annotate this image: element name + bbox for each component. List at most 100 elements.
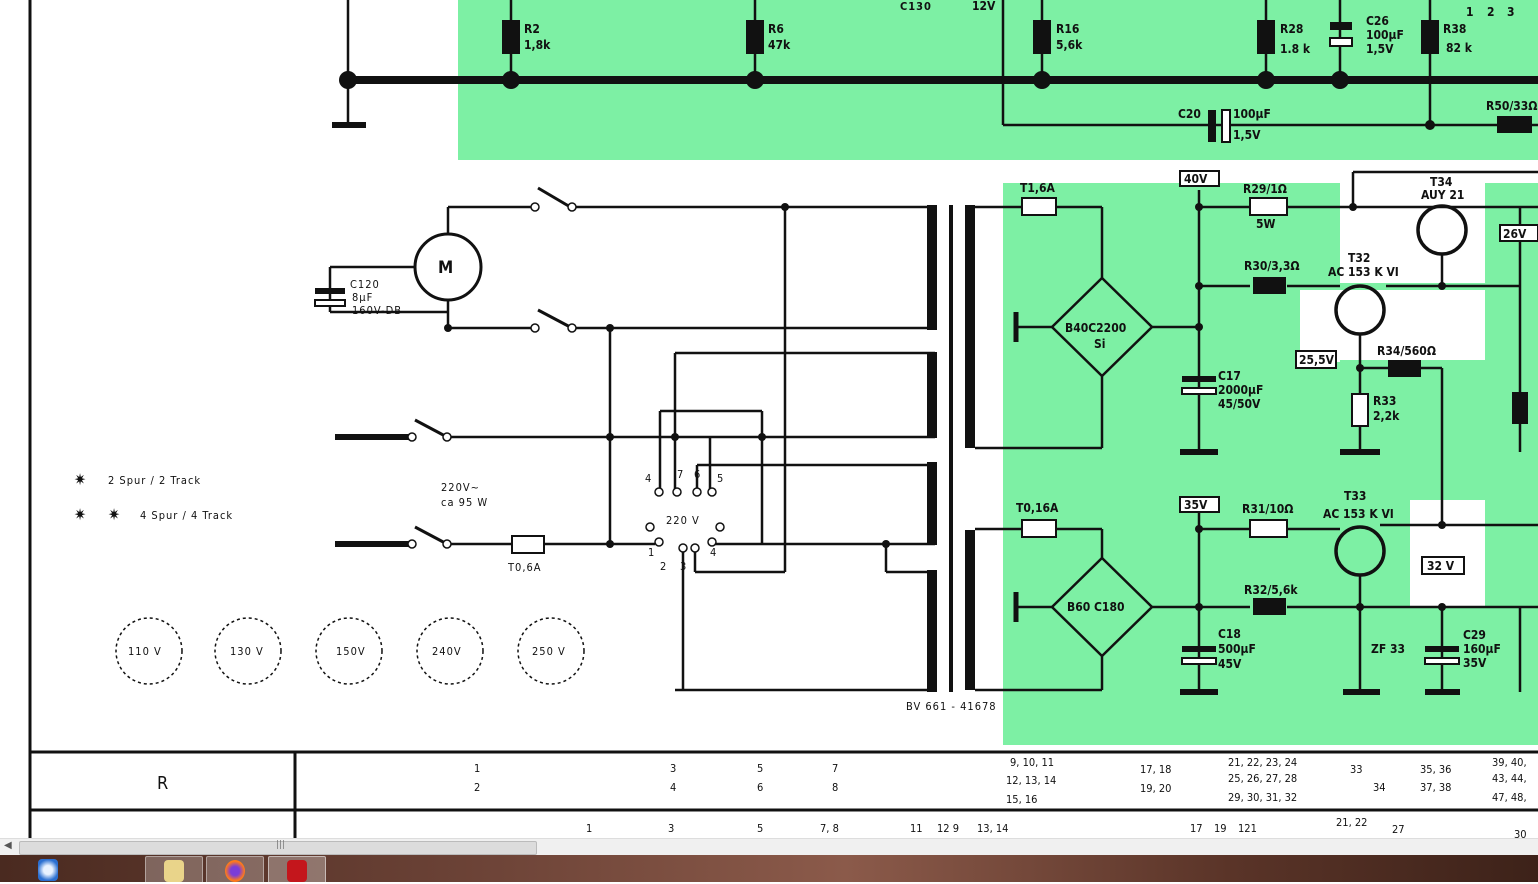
label-c120: C120 — [350, 278, 380, 291]
folder-icon — [164, 860, 184, 882]
label-mains-power: ca 95 W — [441, 496, 488, 509]
schematic-diagram: R2 1,8k R6 47k C130 12V R16 5,6k R28 1.8… — [28, 0, 1538, 838]
label-c20: C20 — [1178, 107, 1201, 121]
table-cell: 9, 10, 11 — [1010, 756, 1054, 769]
table-cell: 19, 20 — [1140, 782, 1171, 795]
taskbar-firefox-button[interactable] — [206, 856, 264, 884]
table-cell: 12, 13, 14 — [1006, 774, 1056, 787]
label-r38-value: 82 k — [1446, 41, 1473, 55]
voltage-option-250: 250 V — [532, 645, 566, 658]
label-r28-value: 1.8 k — [1280, 42, 1311, 56]
table-cell: 17, 18 — [1140, 763, 1171, 776]
label-fuse-t016: T0,16A — [1016, 501, 1059, 515]
label-c18-cap: 500µF — [1218, 642, 1256, 656]
label-c17-cap: 2000µF — [1218, 383, 1263, 397]
label-pin-1: 1 — [1466, 5, 1474, 19]
label-r31: R31/10Ω — [1242, 502, 1293, 516]
selector-pin: 5 — [717, 472, 724, 485]
table-cell: 37, 38 — [1420, 781, 1451, 794]
label-bridge-b60: B60 C180 — [1067, 600, 1124, 614]
label-r16: R16 — [1056, 22, 1079, 36]
acrobat-icon — [287, 860, 307, 882]
table-cell: 121 — [1238, 822, 1257, 835]
label-r50: R50/33Ω — [1486, 99, 1537, 113]
label-t33-type: AC 153 K VI — [1323, 507, 1394, 521]
label-r38: R38 — [1443, 22, 1466, 36]
label-zener: ZF 33 — [1371, 642, 1405, 656]
table-cell: 5 — [757, 762, 763, 775]
table-row-header-r: R — [157, 773, 168, 794]
label-bridge-b40: B40C2200 — [1065, 321, 1126, 335]
label-r29-power: 5W — [1256, 217, 1276, 231]
selector-pin: 1 — [648, 546, 655, 559]
table-cell: 7, 8 — [820, 822, 839, 835]
table-cell: 27 — [1392, 823, 1405, 836]
label-35v: 35V — [1184, 498, 1208, 512]
label-t33: T33 — [1344, 489, 1366, 503]
table-cell: 29, 30, 31, 32 — [1228, 791, 1297, 804]
table-cell: 47, 48, — [1492, 791, 1527, 804]
label-40v: 40V — [1184, 172, 1208, 186]
label-c130-value: 12V — [972, 0, 996, 13]
label-r2: R2 — [524, 22, 540, 36]
label-t34-type: AUY 21 — [1421, 188, 1464, 202]
table-cell: 1 — [586, 822, 592, 835]
table-cell: 1 — [474, 762, 480, 775]
pdf-page: R2 1,8k R6 47k C130 12V R16 5,6k R28 1.8… — [28, 0, 1538, 838]
taskbar — [0, 855, 1538, 884]
label-26v: 26V — [1503, 227, 1527, 241]
label-fuse-t16: T1,6A — [1020, 181, 1055, 195]
label-r30: R30/3,3Ω — [1244, 259, 1300, 273]
star-icon: ✷ — [74, 470, 86, 489]
scrollbar-thumb[interactable]: ||| — [19, 840, 537, 855]
table-cell: 3 — [670, 762, 676, 775]
label-c130: C130 — [900, 0, 932, 13]
table-cell: 6 — [757, 781, 763, 794]
label-c20-volt: 1,5V — [1233, 128, 1261, 142]
motor-label: M — [438, 258, 453, 278]
voltage-option-240: 240V — [432, 645, 462, 658]
label-t32-type: AC 153 K VI — [1328, 265, 1399, 279]
table-cell: 4 — [670, 781, 676, 794]
taskbar-file-explorer-button[interactable] — [145, 856, 203, 884]
scroll-left-arrow-icon[interactable]: ◀ — [4, 840, 12, 851]
label-r6: R6 — [768, 22, 784, 36]
part-number: BV 661 - 41678 — [906, 700, 997, 713]
grip-icon: ||| — [276, 840, 286, 850]
label-r34: R34/560Ω — [1377, 344, 1436, 358]
thunderbird-icon — [38, 859, 58, 881]
label-c120-cap: 8µF — [352, 291, 373, 304]
star-icon: ✷ — [108, 505, 120, 524]
label-c120-volt: 160V-DB — [352, 304, 402, 317]
label-r16-value: 5,6k — [1056, 38, 1083, 52]
selector-pin: 7 — [677, 468, 684, 481]
table-cell: 5 — [757, 822, 763, 835]
label-c29-volt: 35V — [1463, 656, 1487, 670]
label-r32: R32/5,6k — [1244, 583, 1298, 597]
table-cell: 21, 22 — [1336, 816, 1367, 829]
label-c29-cap: 160µF — [1463, 642, 1501, 656]
table-cell: 2 — [474, 781, 480, 794]
legend-4-track: 4 Spur / 4 Track — [140, 509, 233, 522]
taskbar-thunderbird-button[interactable] — [20, 856, 76, 882]
table-cell: 17 — [1190, 822, 1203, 835]
selector-pin: 4 — [645, 472, 652, 485]
label-c20-cap: 100µF — [1233, 107, 1271, 121]
label-t34: T34 — [1430, 175, 1453, 189]
label-r2-value: 1,8k — [524, 38, 551, 52]
table-cell: 35, 36 — [1420, 763, 1451, 776]
label-25v: 25,5V — [1299, 353, 1335, 367]
legend-2-track: 2 Spur / 2 Track — [108, 474, 201, 487]
label-c26-volt: 1,5V — [1366, 42, 1394, 56]
label-t32: T32 — [1348, 251, 1370, 265]
taskbar-acrobat-button[interactable] — [268, 856, 326, 884]
table-cell: 43, 44, — [1492, 772, 1527, 785]
table-cell: 19 — [1214, 822, 1227, 835]
selector-label: 220 V — [666, 514, 700, 527]
selector-pin: 2 — [660, 560, 667, 573]
label-r6-value: 47k — [768, 38, 791, 52]
label-r33-value: 2,2k — [1373, 409, 1400, 423]
table-cell: 15, 16 — [1006, 793, 1037, 806]
voltage-option-130: 130 V — [230, 645, 264, 658]
horizontal-scrollbar[interactable]: ◀ ||| — [0, 838, 1538, 856]
